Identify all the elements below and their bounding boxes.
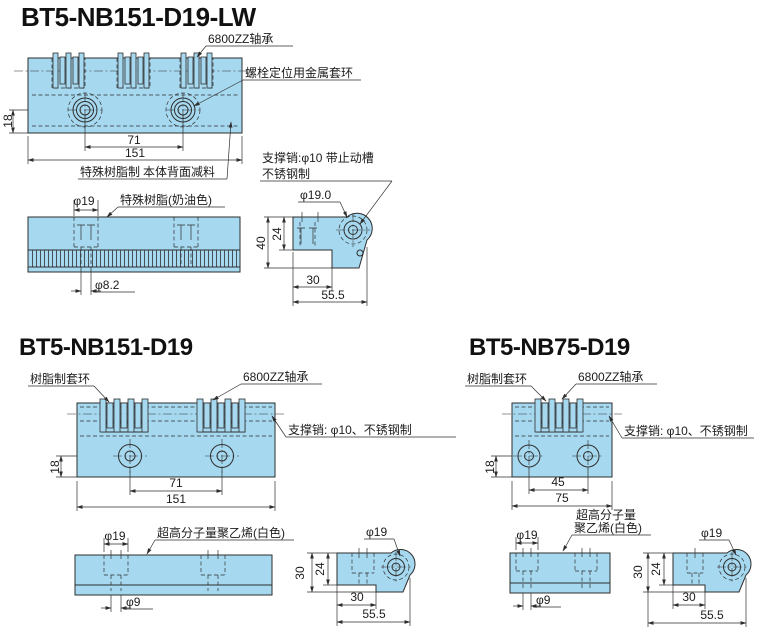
lw-label-pin-line2: 不锈钢制 [262,167,310,181]
nb151-hole-left [113,439,147,473]
nb151-front-view: 18 71 151 树脂制套环 6800ZZ轴承 支撑销: φ10、不锈钢制 [28,369,456,511]
nb151-label-pin: 支撑销: φ10、不锈钢制 [288,422,412,437]
nb75-hole-left [513,440,545,472]
lw-side-bearing-circle [336,213,370,247]
lw-label-metal-collar: 螺栓定位用金属套环 [245,65,353,80]
lw-dim-24: 24 [270,227,284,241]
lw-label-resin-cream: 特殊树脂(奶油色) [120,192,212,207]
nb151-dim-18: 18 [48,460,62,474]
nb75-roller-cluster [534,398,584,433]
nb151-label-bearing: 6800ZZ轴承 [243,369,308,384]
lw-label-resin-body: 特殊树脂制 [80,164,140,179]
nb151-hole-right [205,439,239,473]
nb151-side-view: 30 24 30 55.5 φ19 [293,525,416,626]
lw-dim-40: 40 [254,236,268,250]
nb151-dim-30v: 30 [293,566,307,580]
lw-label-bearing: 6800ZZ轴承 [208,31,273,46]
lw-front-view: 18 71 151 6800ZZ轴承 螺栓定位用金属套环 特殊树脂制 本体背面减… [1,31,361,180]
nb151-bottom-view: φ19 超高分子量聚乙烯(白色) φ9 [74,525,294,612]
lw-label-pin-line1: 支撑销:φ10 带止动槽 [262,150,374,165]
nb75-dim-side-dia19: φ19 [701,526,722,540]
nb75-label-uhmwpe1: 超高分子量 [576,507,636,522]
nb151-hidden-hole-left [103,550,129,591]
nb151-dim-71: 71 [169,476,183,490]
nb75-dim-dia9: φ9 [536,593,551,607]
lw-dim-151: 151 [125,146,145,160]
nb151-dim-side-dia19: φ19 [366,525,387,539]
nb75-front-view: 18 45 75 树脂制套环 6800ZZ轴承 支撑销: φ10、不锈钢制 [465,369,754,510]
nb151-dim-55-5: 55.5 [362,607,386,621]
nb151-dim-dia19: φ19 [104,529,125,543]
nb151-roller-cluster-left [99,398,149,433]
nb151-label-uhmwpe: 超高分子量聚乙烯(白色) [157,525,285,540]
nb75-dim-18: 18 [483,460,497,474]
nb75-label-bearing: 6800ZZ轴承 [578,369,643,384]
nb151-dim-24: 24 [313,562,327,576]
lw-roller-clusters [51,52,214,89]
nb151-label-collar: 树脂制套环 [30,371,90,386]
nb75-label-uhmwpe2: 聚乙烯(白色) [574,520,642,535]
nb75-label-collar: 树脂制套环 [467,371,527,386]
nb75-hidden-hole-left [515,548,539,589]
nb151-dim-30h: 30 [350,590,364,604]
nb151-hidden-hole-right [200,550,226,591]
lw-dim-dia8-2: φ8.2 [95,278,120,292]
lw-label-back-relief: 本体背面减料 [143,165,215,179]
nb151-roller-cluster-right [196,398,246,433]
model-title-lw: BT5-NB151-D19-LW [21,2,256,32]
lw-dim-18: 18 [1,114,15,128]
model-title-nb151: BT5-NB151-D19 [19,334,193,361]
lw-hidden-hole-left [73,217,99,267]
nb75-dim-45: 45 [551,475,565,489]
nb75-dim-24: 24 [649,562,663,576]
lw-dim-30: 30 [306,273,320,287]
lw-dim-71: 71 [127,133,141,147]
lw-hidden-hole-right [173,217,199,267]
nb75-dim-30h: 30 [682,590,696,604]
nb75-hole-right [572,440,604,472]
nb75-dim-30v: 30 [631,565,645,579]
nb75-dim-55-5: 55.5 [700,608,724,622]
nb75-dim-dia19: φ19 [516,528,537,542]
nb151-side-bearing-circle [381,552,411,582]
nb75-side-view: 30 24 30 55.5 φ19 [631,526,752,627]
nb75-label-pin: 支撑销: φ10、不锈钢制 [624,423,748,438]
nb75-dim-75: 75 [555,491,569,505]
nb75-bottom-view: φ19 超高分子量 聚乙烯(白色) φ9 [509,507,651,610]
nb151-dim-151: 151 [166,492,186,506]
nb75-hidden-hole-right [574,548,598,589]
lw-side-view: 40 24 30 55.5 φ19.0 支撑销:φ10 带止动槽 不锈钢制 [254,150,393,306]
lw-dim-55-5: 55.5 [321,288,345,302]
lw-dim-dia19: φ19 [73,194,94,208]
nb151-dim-dia9: φ9 [126,595,141,609]
lw-dim-dia19-0: φ19.0 [300,188,331,202]
model-title-nb75: BT5-NB75-D19 [469,334,630,361]
lw-bottom-view: φ19 特殊树脂(奶油色) φ8.2 [27,192,241,295]
